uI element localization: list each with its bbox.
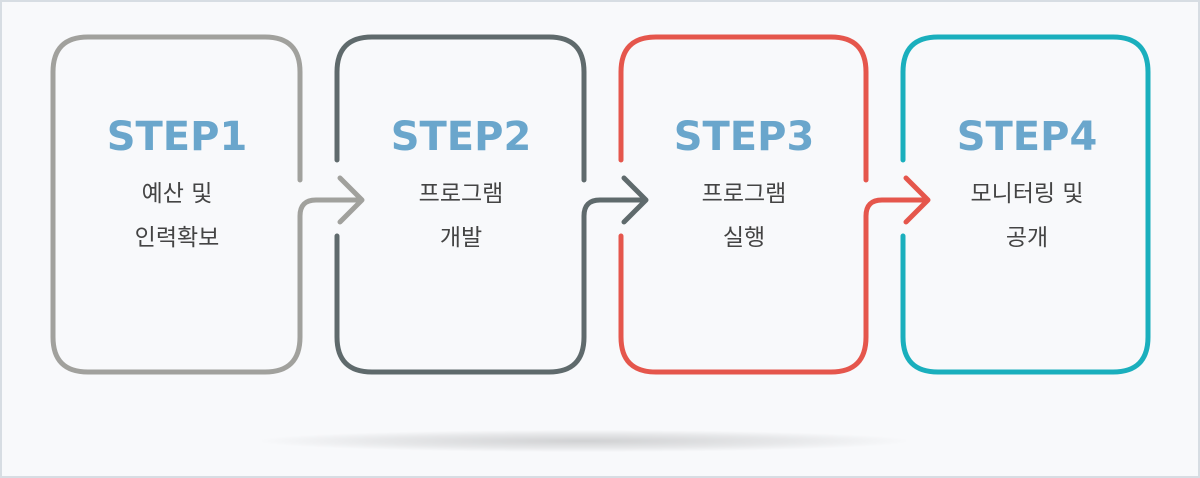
step3-line2: 실행 [722, 225, 766, 251]
step1-description: 예산 및 인력확보 [52, 172, 302, 260]
step2-line1: 프로그램 [418, 181, 504, 207]
step4-content: STEP4 모니터링 및 공개 [902, 112, 1152, 260]
step3-box [618, 34, 869, 375]
step1-line1: 예산 및 [141, 181, 213, 207]
step3-content: STEP3 프로그램 실행 [619, 112, 869, 260]
step2-line2: 개발 [439, 225, 483, 251]
step3-arrow [863, 175, 931, 239]
step4-line2: 공개 [1005, 225, 1049, 251]
step1-content: STEP1 예산 및 인력확보 [52, 112, 302, 260]
step2-box [334, 34, 587, 375]
floor-shadow [262, 430, 906, 452]
step4-box [900, 34, 1151, 375]
step1-box [50, 34, 303, 375]
step4-title: STEP4 [956, 114, 1098, 160]
step3-description: 프로그램 실행 [619, 172, 869, 260]
step2-arrow [581, 175, 649, 239]
step1-title: STEP1 [106, 114, 248, 160]
step4-description: 모니터링 및 공개 [902, 172, 1152, 260]
step1-line2: 인력확보 [134, 225, 220, 251]
step4-line1: 모니터링 및 [970, 181, 1084, 207]
step2-content: STEP2 프로그램 개발 [336, 112, 586, 260]
step2-title: STEP2 [390, 114, 532, 160]
step1-arrow [297, 175, 365, 239]
step2-description: 프로그램 개발 [336, 172, 586, 260]
step3-line1: 프로그램 [701, 181, 787, 207]
step3-title: STEP3 [673, 114, 815, 160]
